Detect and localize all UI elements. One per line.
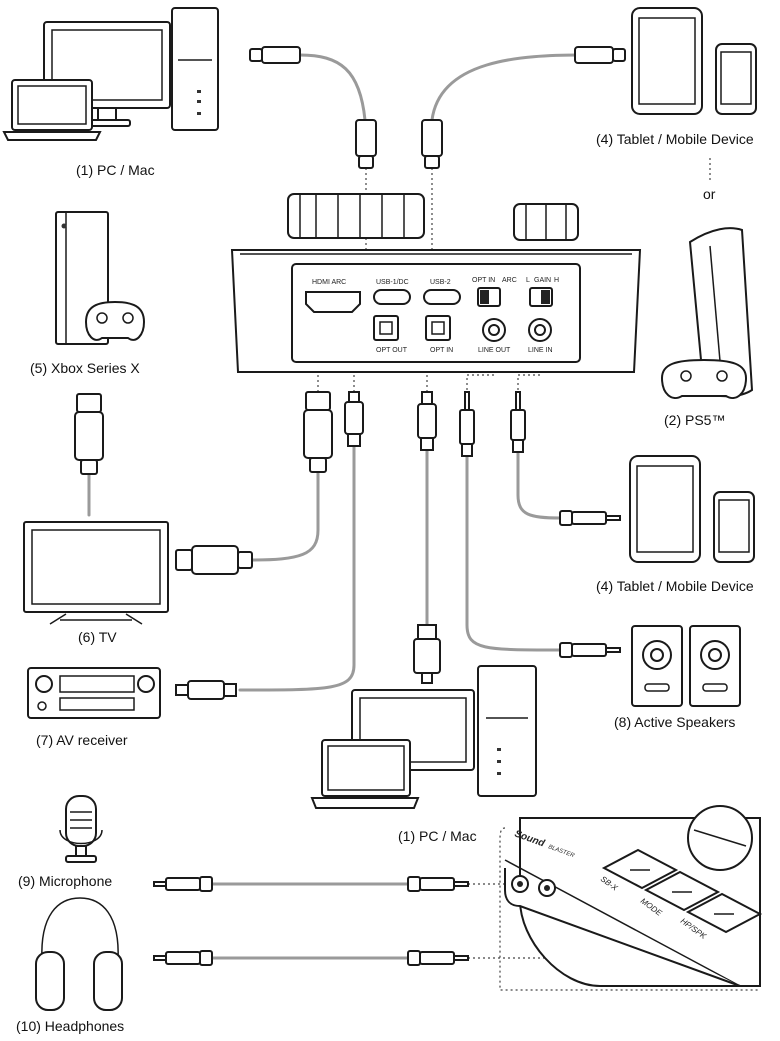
pc-mac-top-illustration [2, 7, 219, 141]
microphone-illustration [59, 795, 469, 892]
pc-mac-top-label: (1) PC / Mac [76, 162, 155, 178]
active-speakers-label: (8) Active Speakers [614, 714, 736, 730]
ps5-illustration [660, 227, 754, 399]
usb2-port-label: USB-2 [430, 279, 451, 286]
xbox-illustration [55, 211, 146, 345]
tablet-mid-label: (4) Tablet / Mobile Device [596, 578, 754, 594]
line-out-cable-speakers [465, 453, 562, 652]
tv-label: (6) TV [78, 629, 117, 645]
line-in-cable-tablet [516, 448, 562, 520]
pc-mac-bottom-illustration [310, 624, 537, 809]
opt-out-port-label: OPT OUT [376, 347, 408, 354]
usb-c-cable-tablet [430, 53, 584, 122]
front-panel-closeup [504, 805, 763, 987]
arc-switch-label: ARC [502, 277, 517, 284]
headphones-illustration [35, 897, 469, 1011]
gain-label: GAIN [534, 277, 551, 284]
port-labels: HDMI ARC USB-1/DC USB-2 OPT IN ARC L GAI… [312, 277, 559, 354]
tablet-mid-illustration [559, 455, 755, 563]
line-out-port-label: LINE OUT [478, 347, 511, 354]
cables [87, 53, 584, 960]
usb1-port-label: USB-1/DC [376, 279, 409, 286]
usb-c-plug-tablet [421, 46, 626, 169]
usb-c-cable-pc [298, 53, 367, 122]
microphone-label: (9) Microphone [18, 873, 113, 889]
line-in-port-label: LINE IN [528, 347, 553, 354]
opt-in-port-label: OPT IN [430, 347, 453, 354]
headphones-label: (10) Headphones [16, 1018, 125, 1034]
hdmi-arc-cable-tv [248, 470, 320, 562]
tablet-top-illustration [631, 7, 757, 115]
connector-plugs [74, 391, 526, 475]
optical-cable-av [238, 443, 356, 692]
usb-c-plug-pc [249, 46, 377, 169]
tv-illustration [23, 521, 253, 625]
gain-l-label: L [526, 277, 530, 284]
active-speakers-illustration [559, 625, 741, 707]
tablet-top-label: (4) Tablet / Mobile Device [596, 131, 754, 147]
av-receiver-illustration [27, 667, 237, 719]
av-receiver-label: (7) AV receiver [36, 732, 128, 748]
xbox-label: (5) Xbox Series X [30, 360, 140, 376]
gain-h-label: H [554, 277, 559, 284]
or-label: or [703, 186, 716, 202]
ps5-label: (2) PS5™ [664, 412, 726, 428]
pc-mac-bottom-label: (1) PC / Mac [398, 828, 477, 844]
hdmi-arc-port-label: HDMI ARC [312, 279, 346, 286]
opt-in-switch-label: OPT IN [472, 277, 495, 284]
rear-ports [305, 287, 553, 342]
